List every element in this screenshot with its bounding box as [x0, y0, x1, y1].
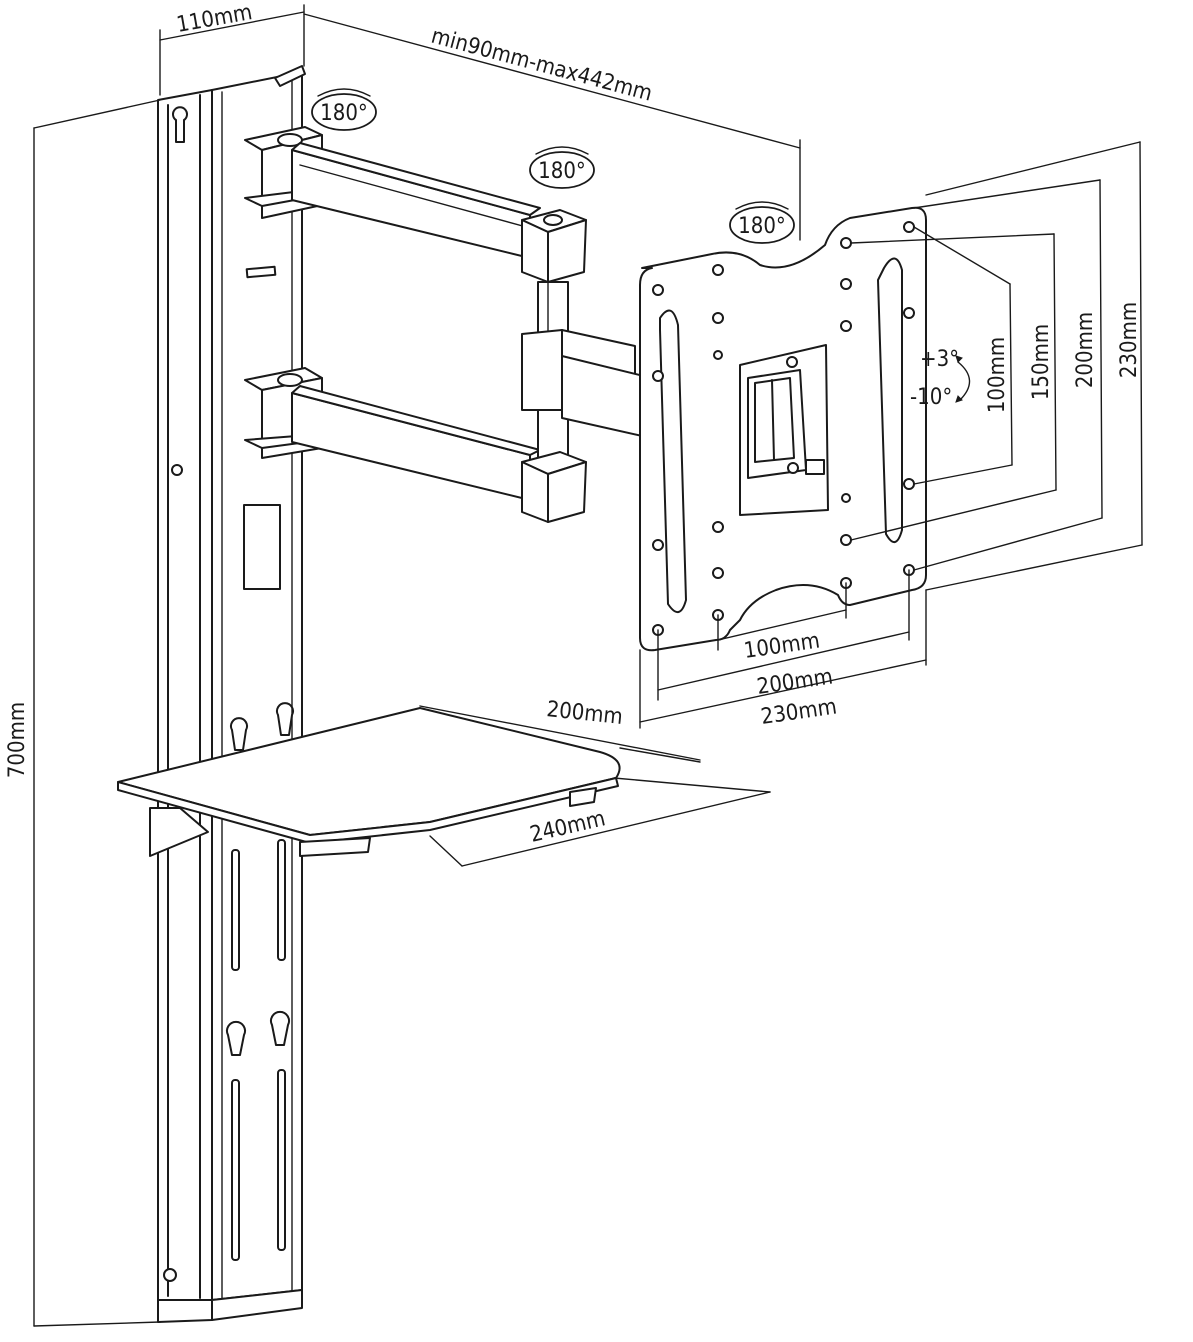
dim-shelf-depth: 200mm — [545, 697, 624, 730]
dim-vesa-v-230: 230mm — [1117, 302, 1142, 378]
swing-arms — [244, 126, 661, 523]
rotation-badge-arm: 180° — [529, 146, 595, 189]
dim-vesa-v-200: 200mm — [1073, 312, 1098, 388]
dimension-labels: 110mm min90mm-max442mm 700mm 100mm 150mm… — [5, 0, 1142, 848]
keyhole-icon — [172, 106, 188, 143]
dim-arm-extension: min90mm-max442mm — [428, 24, 654, 107]
dim-vesa-v-100: 100mm — [985, 337, 1010, 413]
tilt-down-label: -10° — [910, 385, 952, 410]
dim-wall-offset: 110mm — [175, 0, 255, 38]
tilt-indicator: +3° -10° — [910, 347, 971, 410]
rotation-badge-head: 180° — [729, 201, 795, 244]
dim-vesa-h-230: 230mm — [759, 695, 838, 730]
dim-vesa-h-200: 200mm — [755, 665, 834, 700]
rotation-label-wall: 180° — [320, 101, 368, 126]
rotation-label-head: 180° — [738, 214, 786, 239]
dim-vesa-h-100: 100mm — [742, 629, 821, 664]
tilt-up-label: +3° — [920, 347, 959, 372]
rotation-badge-wall: 180° — [311, 88, 377, 131]
dim-height: 700mm — [5, 702, 30, 778]
wall-rail — [157, 65, 306, 1323]
dim-vesa-v-150: 150mm — [1029, 324, 1054, 400]
rotation-label-arm: 180° — [538, 159, 586, 184]
vesa-plate — [639, 206, 927, 652]
glass-shelf — [117, 707, 621, 857]
dim-shelf-width: 240mm — [528, 806, 608, 848]
dimension-lines — [33, 4, 1143, 1327]
